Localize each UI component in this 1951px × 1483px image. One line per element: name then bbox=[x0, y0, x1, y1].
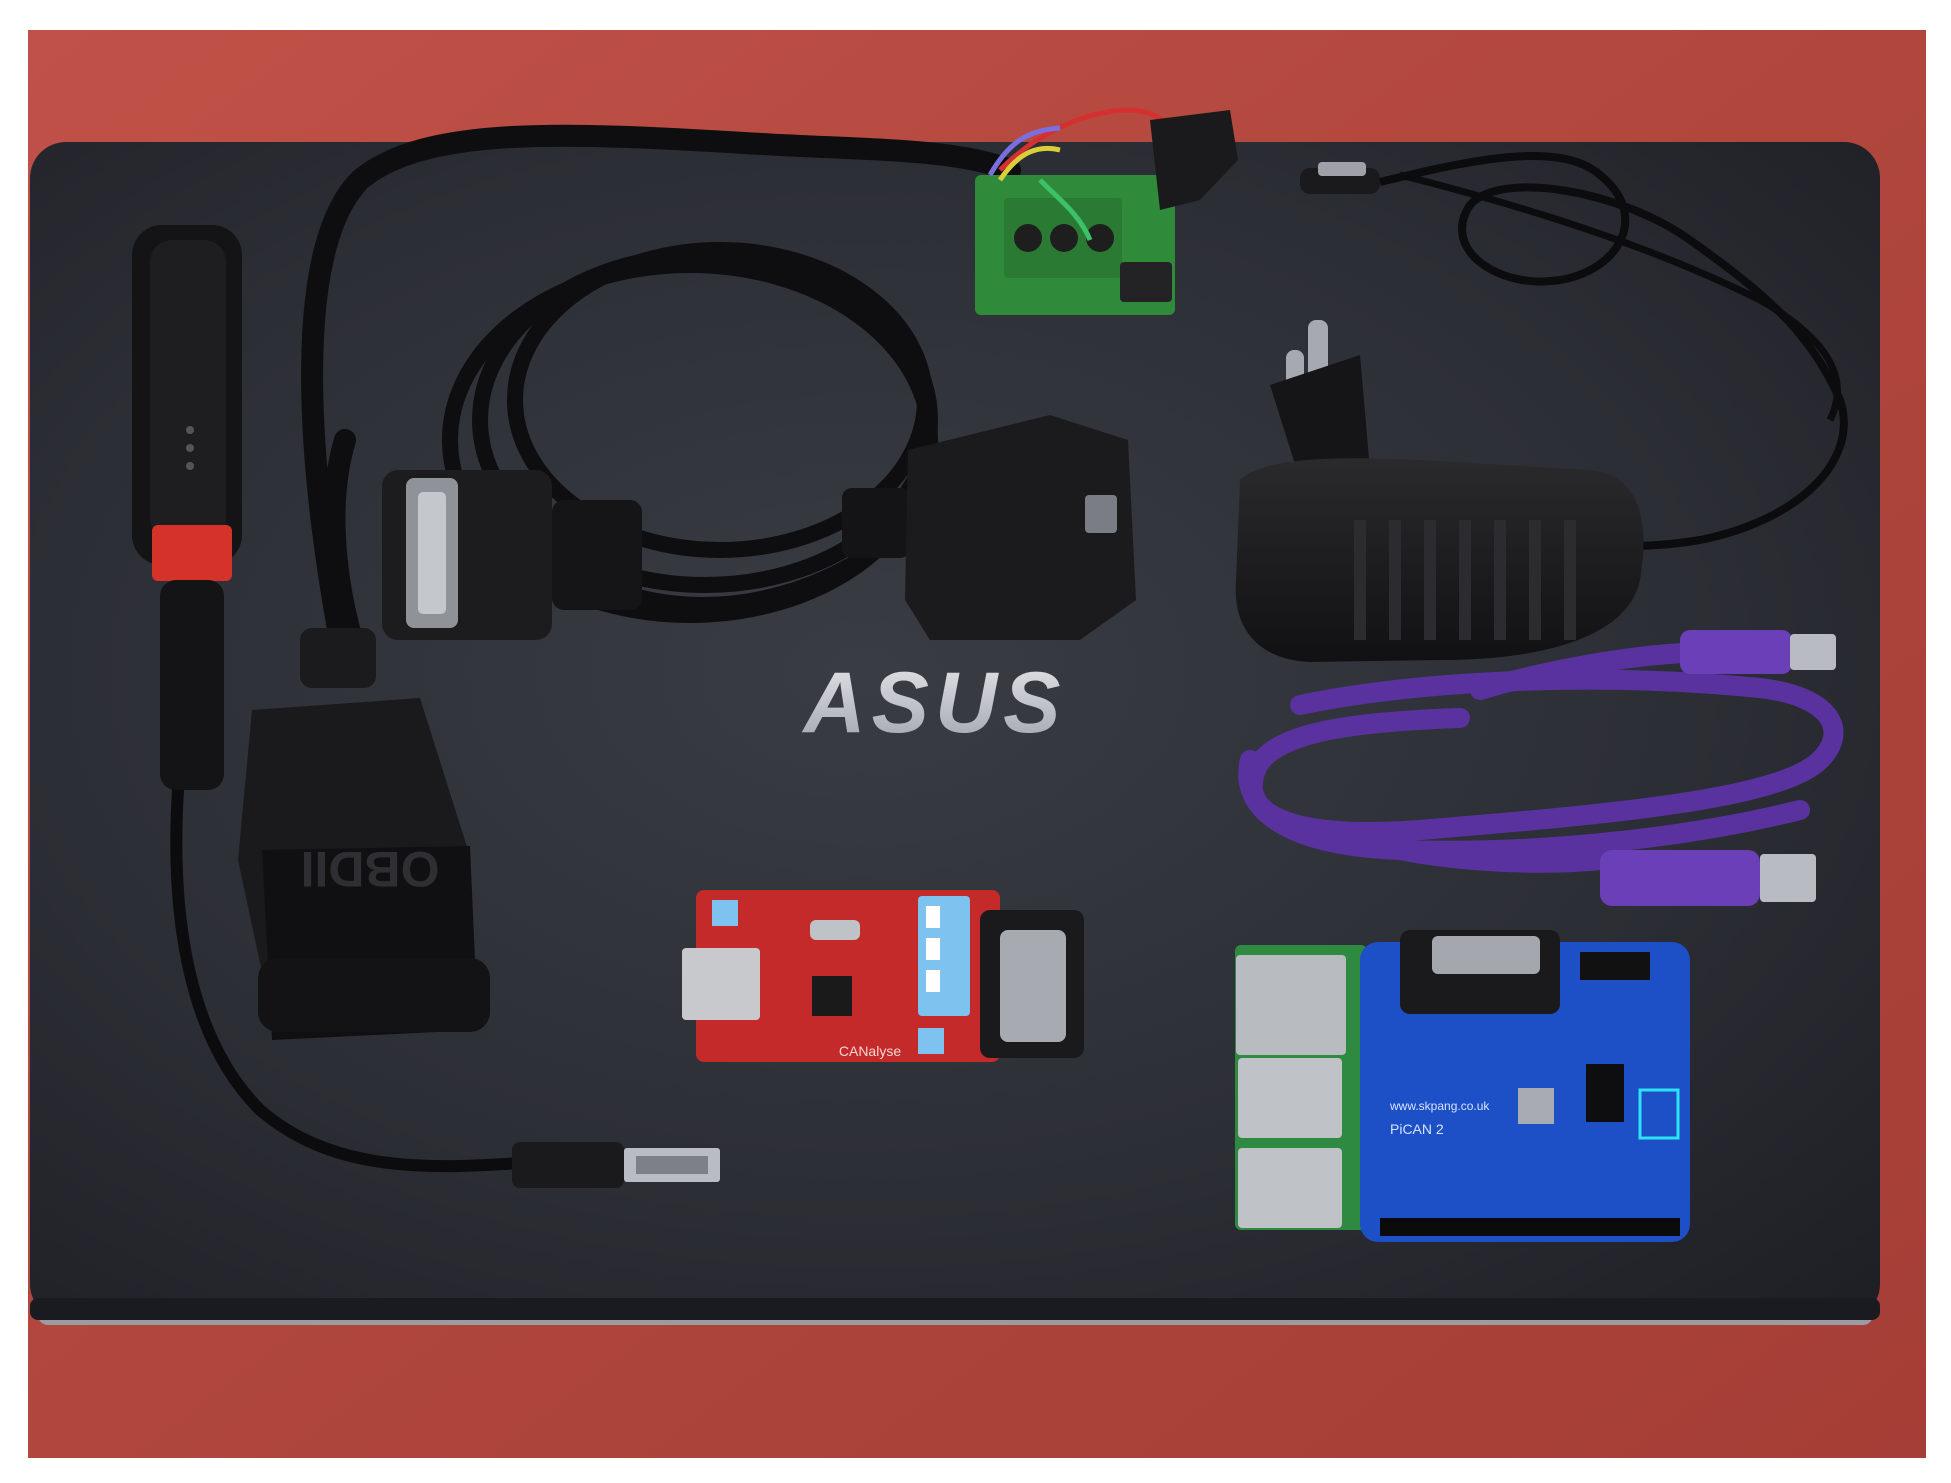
raspberry-pi-can-hat: PiCAN 2 www.skpang.co.uk bbox=[1235, 930, 1690, 1242]
can-analyser-board: CANalyse bbox=[682, 890, 1084, 1062]
can-analyser-label: CANalyse bbox=[839, 1043, 901, 1059]
purple-usb-plug-top bbox=[1680, 630, 1836, 674]
purple-usb-plug bbox=[1600, 850, 1816, 906]
black-usb-cable bbox=[170, 784, 720, 1188]
obd-dongle bbox=[132, 225, 242, 790]
usb-a-plug bbox=[512, 1142, 624, 1188]
asus-logo: ASUS bbox=[802, 655, 1067, 751]
obd2-label: OBDII bbox=[301, 841, 440, 897]
asus-logo-text: ASUS bbox=[802, 655, 1067, 751]
terminal-block-adapter bbox=[975, 107, 1238, 315]
pican-url: www.skpang.co.uk bbox=[1389, 1099, 1490, 1113]
pican-label: PiCAN 2 bbox=[1390, 1121, 1444, 1137]
obd2-connector-center bbox=[842, 415, 1136, 640]
db9-connector bbox=[382, 470, 642, 640]
obd-long-cable bbox=[301, 124, 1021, 651]
dongle-red-band bbox=[152, 525, 232, 581]
power-adapter bbox=[1235, 152, 1848, 662]
obd2-connector-left: OBDII bbox=[238, 628, 490, 1040]
